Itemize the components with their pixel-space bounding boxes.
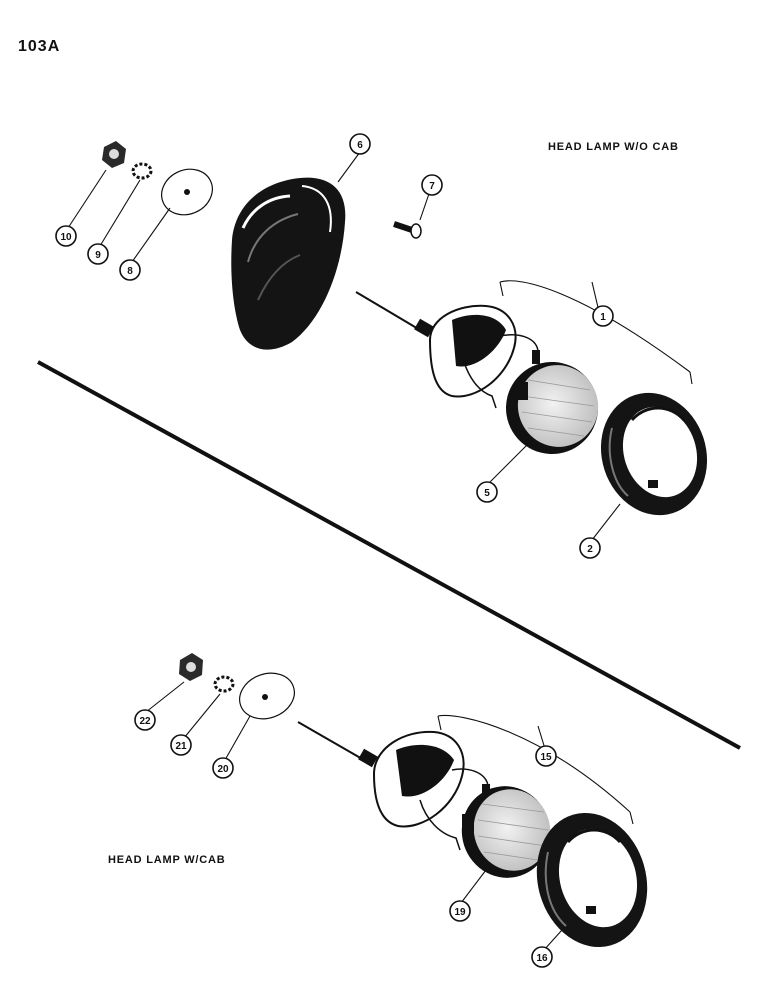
part-retaining-ring-cab (536, 812, 648, 948)
page-number: 103A (18, 38, 61, 55)
callout-5: 5 (476, 481, 498, 503)
svg-text:21: 21 (175, 741, 187, 752)
svg-text:6: 6 (357, 140, 363, 151)
part-nut (102, 141, 126, 168)
section-title-head-lamp-with-cab: HEAD LAMP W/CAB (108, 854, 226, 866)
svg-text:7: 7 (429, 181, 435, 192)
svg-text:2: 2 (587, 544, 593, 555)
callout-2: 2 (579, 537, 601, 559)
callout-7: 7 (421, 174, 443, 196)
section-divider-line (37, 360, 741, 750)
svg-text:1: 1 (600, 312, 606, 323)
part-flat-washer (161, 168, 213, 216)
callout-6: 6 (349, 133, 371, 155)
part-flat-washer-cab (239, 672, 295, 720)
callout-8: 8 (119, 259, 141, 281)
callout-19: 19 (449, 900, 471, 922)
svg-text:22: 22 (139, 716, 151, 727)
part-lamp-body (355, 291, 540, 409)
svg-text:8: 8 (127, 266, 133, 277)
svg-text:5: 5 (484, 488, 490, 499)
callout-1: 1 (592, 305, 614, 327)
svg-text:20: 20 (217, 764, 229, 775)
part-retaining-ring (600, 392, 708, 516)
callout-16: 16 (531, 946, 553, 968)
callout-10: 10 (55, 225, 77, 247)
part-sealed-beam-lens-cab (461, 786, 551, 878)
svg-text:10: 10 (60, 232, 72, 243)
part-lamp-body-cab (297, 721, 490, 851)
part-lock-washer-cab (213, 675, 235, 693)
section-title-head-lamp-without-cab: HEAD LAMP W/O CAB (548, 141, 679, 153)
svg-text:9: 9 (95, 250, 101, 261)
svg-text:19: 19 (454, 907, 466, 918)
part-lamp-housing (231, 177, 346, 350)
callout-20: 20 (212, 757, 234, 779)
callout-9: 9 (87, 243, 109, 265)
part-nut-cab (179, 653, 203, 681)
part-screw (393, 221, 422, 239)
part-lock-washer (131, 162, 153, 180)
callout-21: 21 (170, 734, 192, 756)
part-sealed-beam-lens (506, 362, 599, 454)
svg-text:15: 15 (540, 752, 552, 763)
callout-15: 15 (535, 745, 557, 767)
callout-22: 22 (134, 709, 156, 731)
svg-text:16: 16 (536, 953, 548, 964)
